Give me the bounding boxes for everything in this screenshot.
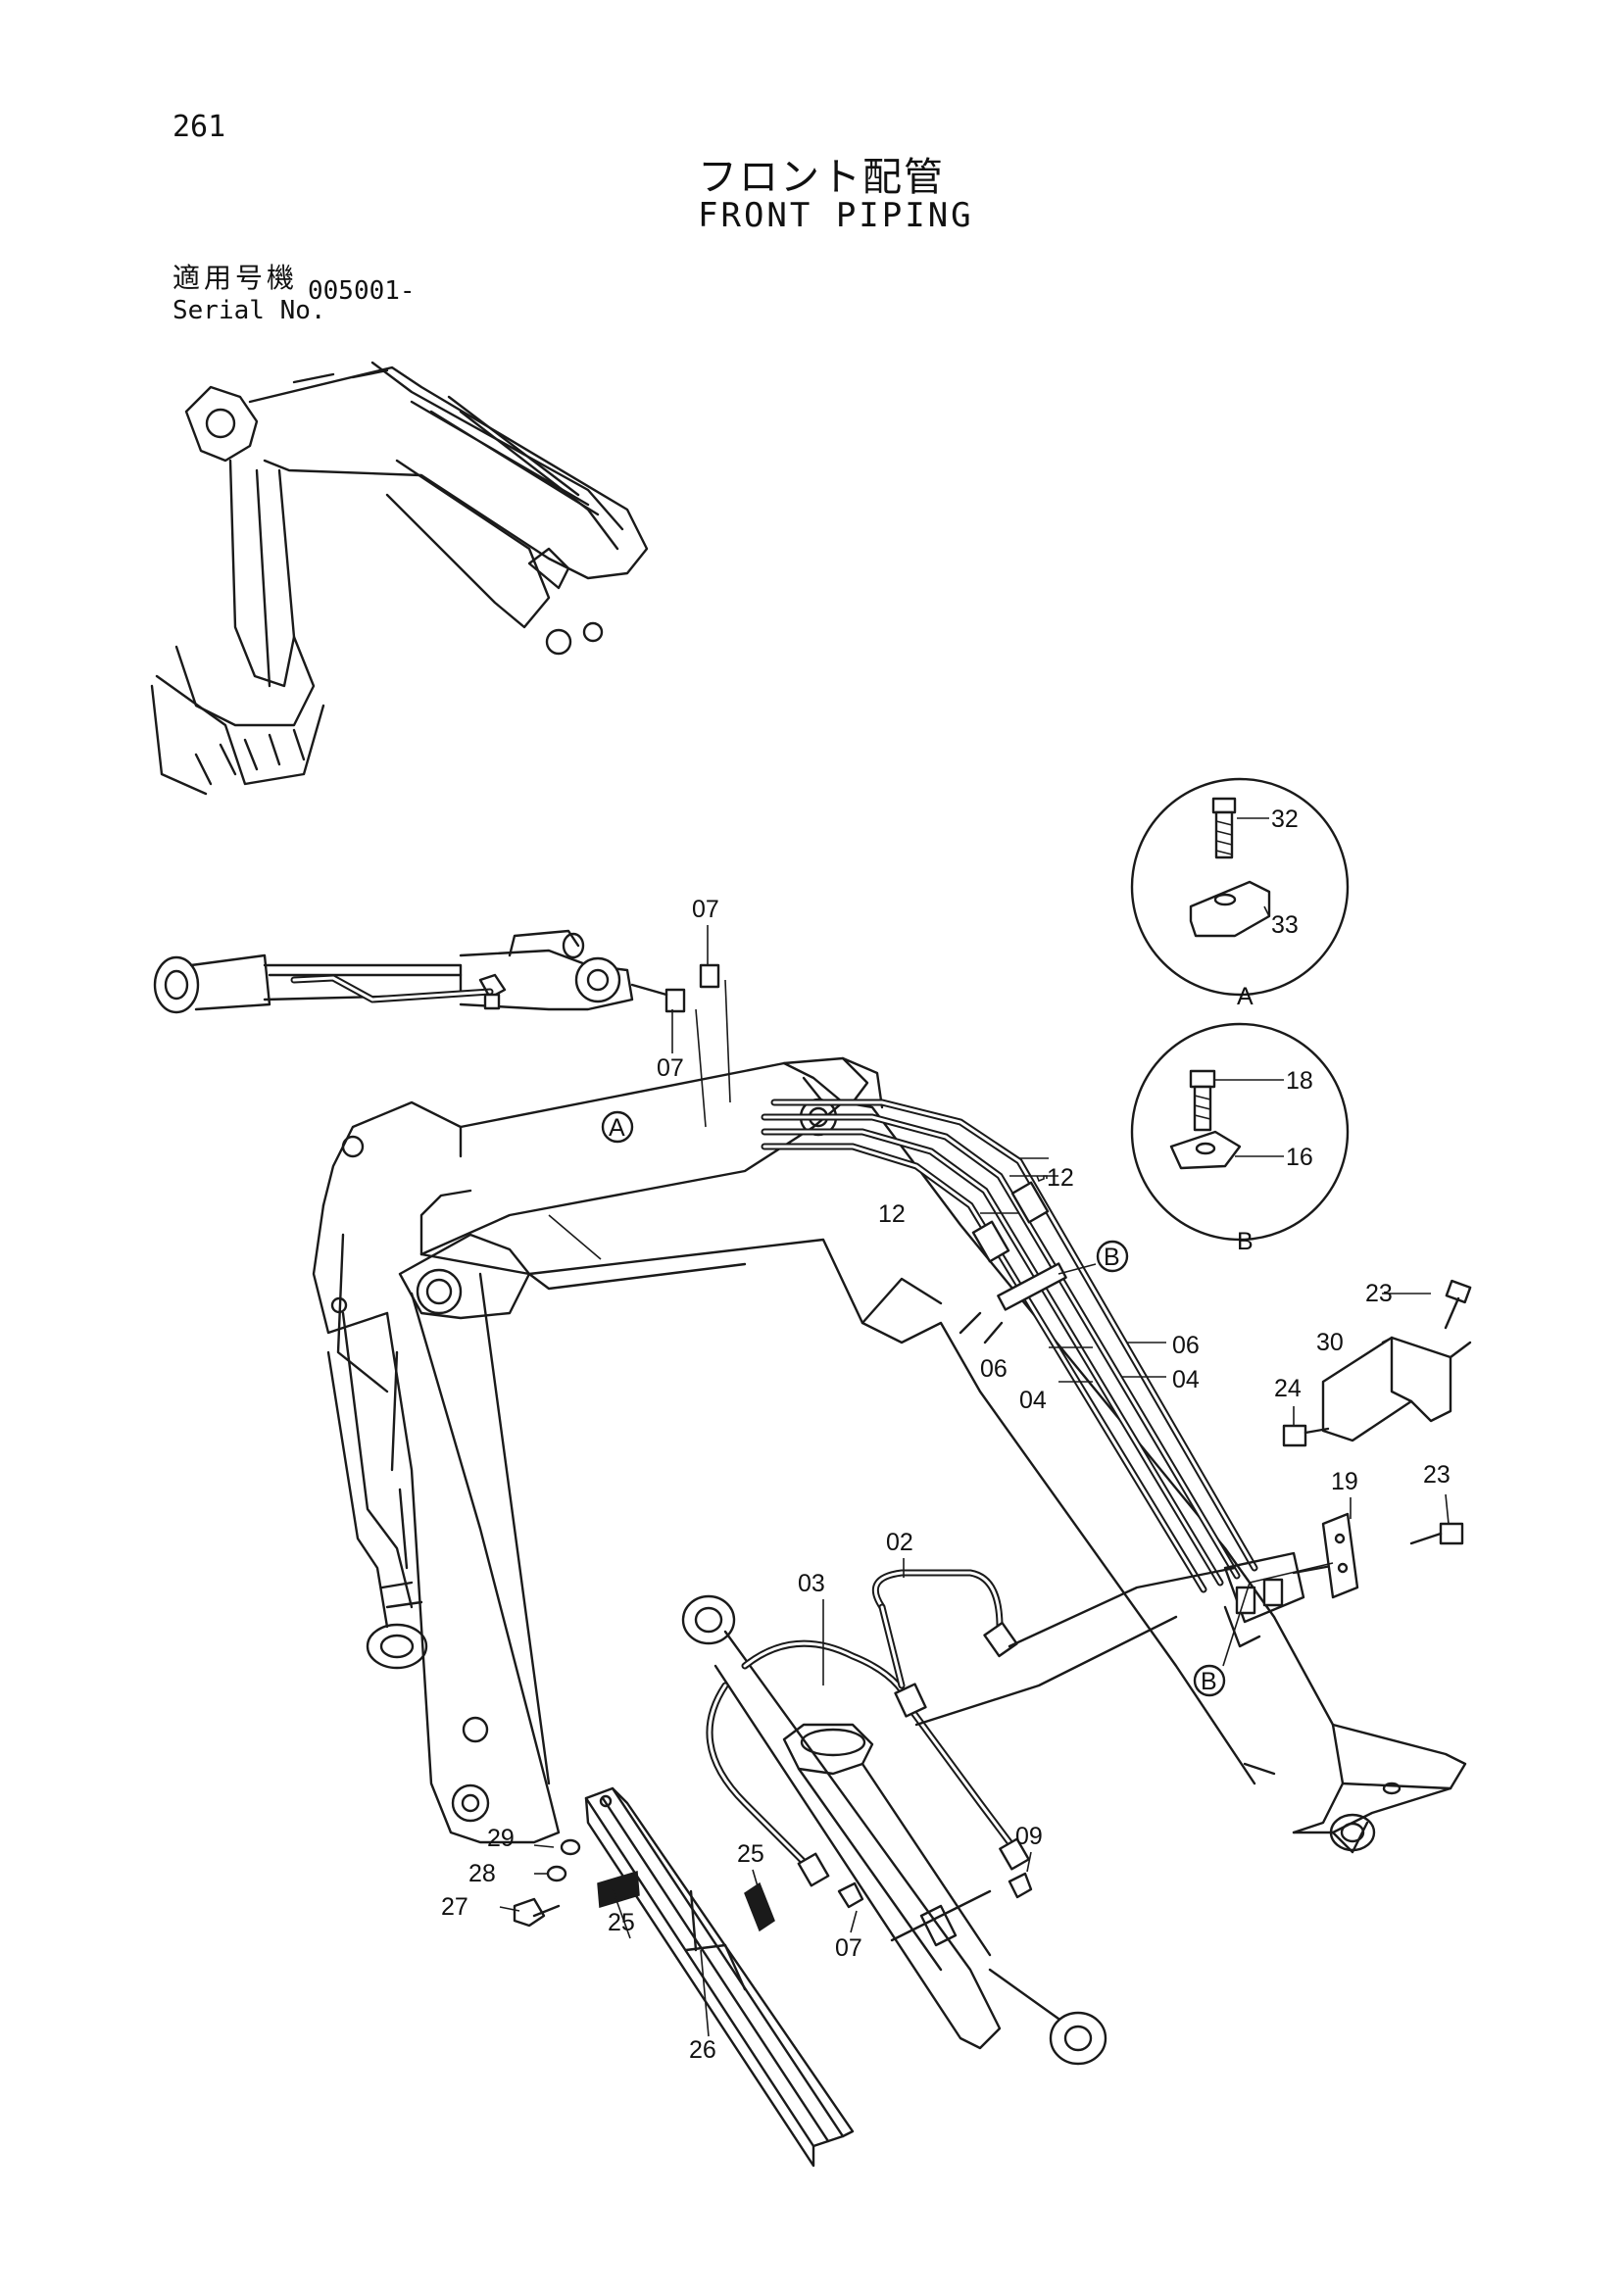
overview-front-drawing [150,361,649,796]
bracket-parts [1282,1279,1472,1599]
callout-06-left: 06 [980,1355,1008,1383]
leader-lines [499,925,1450,2037]
detail-view-b [1130,1022,1350,1242]
page-number: 261 [172,110,226,144]
callout-06-right: 06 [1172,1332,1200,1359]
serial-value: 005001- [308,276,416,306]
view-marker-b-upper [1096,1240,1129,1273]
callout-32: 32 [1271,806,1299,833]
arm-drawing [312,1100,561,1844]
callout-12-left: 12 [878,1200,906,1228]
callout-25-right: 25 [737,1840,764,1868]
callout-23-right: 23 [1423,1461,1451,1489]
callout-25-left: 25 [608,1909,635,1936]
callout-24: 24 [1274,1375,1302,1402]
view-marker-b-upper-label: B [1104,1244,1120,1271]
detail-a-label: A [1237,983,1254,1010]
view-marker-b-lower-label: B [1201,1668,1217,1695]
page-title-en: FRONT PIPING [698,196,974,235]
callout-30: 30 [1316,1329,1344,1356]
callout-09: 09 [1015,1823,1043,1850]
callout-07-top: 07 [692,896,719,923]
detail-b-label: B [1237,1228,1254,1255]
callout-04-left: 04 [1019,1387,1047,1414]
guard-plate [513,1786,855,2168]
callout-19: 19 [1331,1468,1358,1495]
top-cylinder [153,929,720,1014]
main-boom-drawing [398,1056,1467,1854]
callout-07-mid: 07 [657,1054,684,1082]
callout-26: 26 [689,2036,716,2064]
detail-view-a [1130,777,1350,997]
callout-27: 27 [441,1893,468,1921]
callout-28: 28 [468,1860,496,1887]
arm-cylinder [681,1566,1237,2066]
callout-03: 03 [798,1570,825,1597]
page-title-jp: フロント配管 [698,155,945,200]
callout-07-bottom: 07 [835,1934,862,1962]
view-markers: A B B A B [601,983,1254,1697]
hose-bundle [761,1099,1350,1648]
callout-18: 18 [1286,1067,1313,1095]
callout-33: 33 [1271,911,1299,939]
callout-23-top: 23 [1365,1280,1393,1307]
callout-04-right: 04 [1172,1366,1200,1393]
view-marker-a [601,1110,634,1144]
callout-29: 29 [487,1825,515,1852]
callout-12-right: 12 [1047,1164,1074,1192]
callout-16: 16 [1286,1144,1313,1171]
part-callouts: 32 33 18 16 07 07 12 12 06 06 04 04 23 3… [441,806,1451,2064]
callout-02: 02 [886,1529,913,1556]
view-marker-a-label: A [609,1114,625,1142]
view-marker-b-lower [1193,1664,1226,1697]
serial-label-en: Serial No. [172,296,326,325]
serial-label-jp: 適用号機 [172,262,299,294]
